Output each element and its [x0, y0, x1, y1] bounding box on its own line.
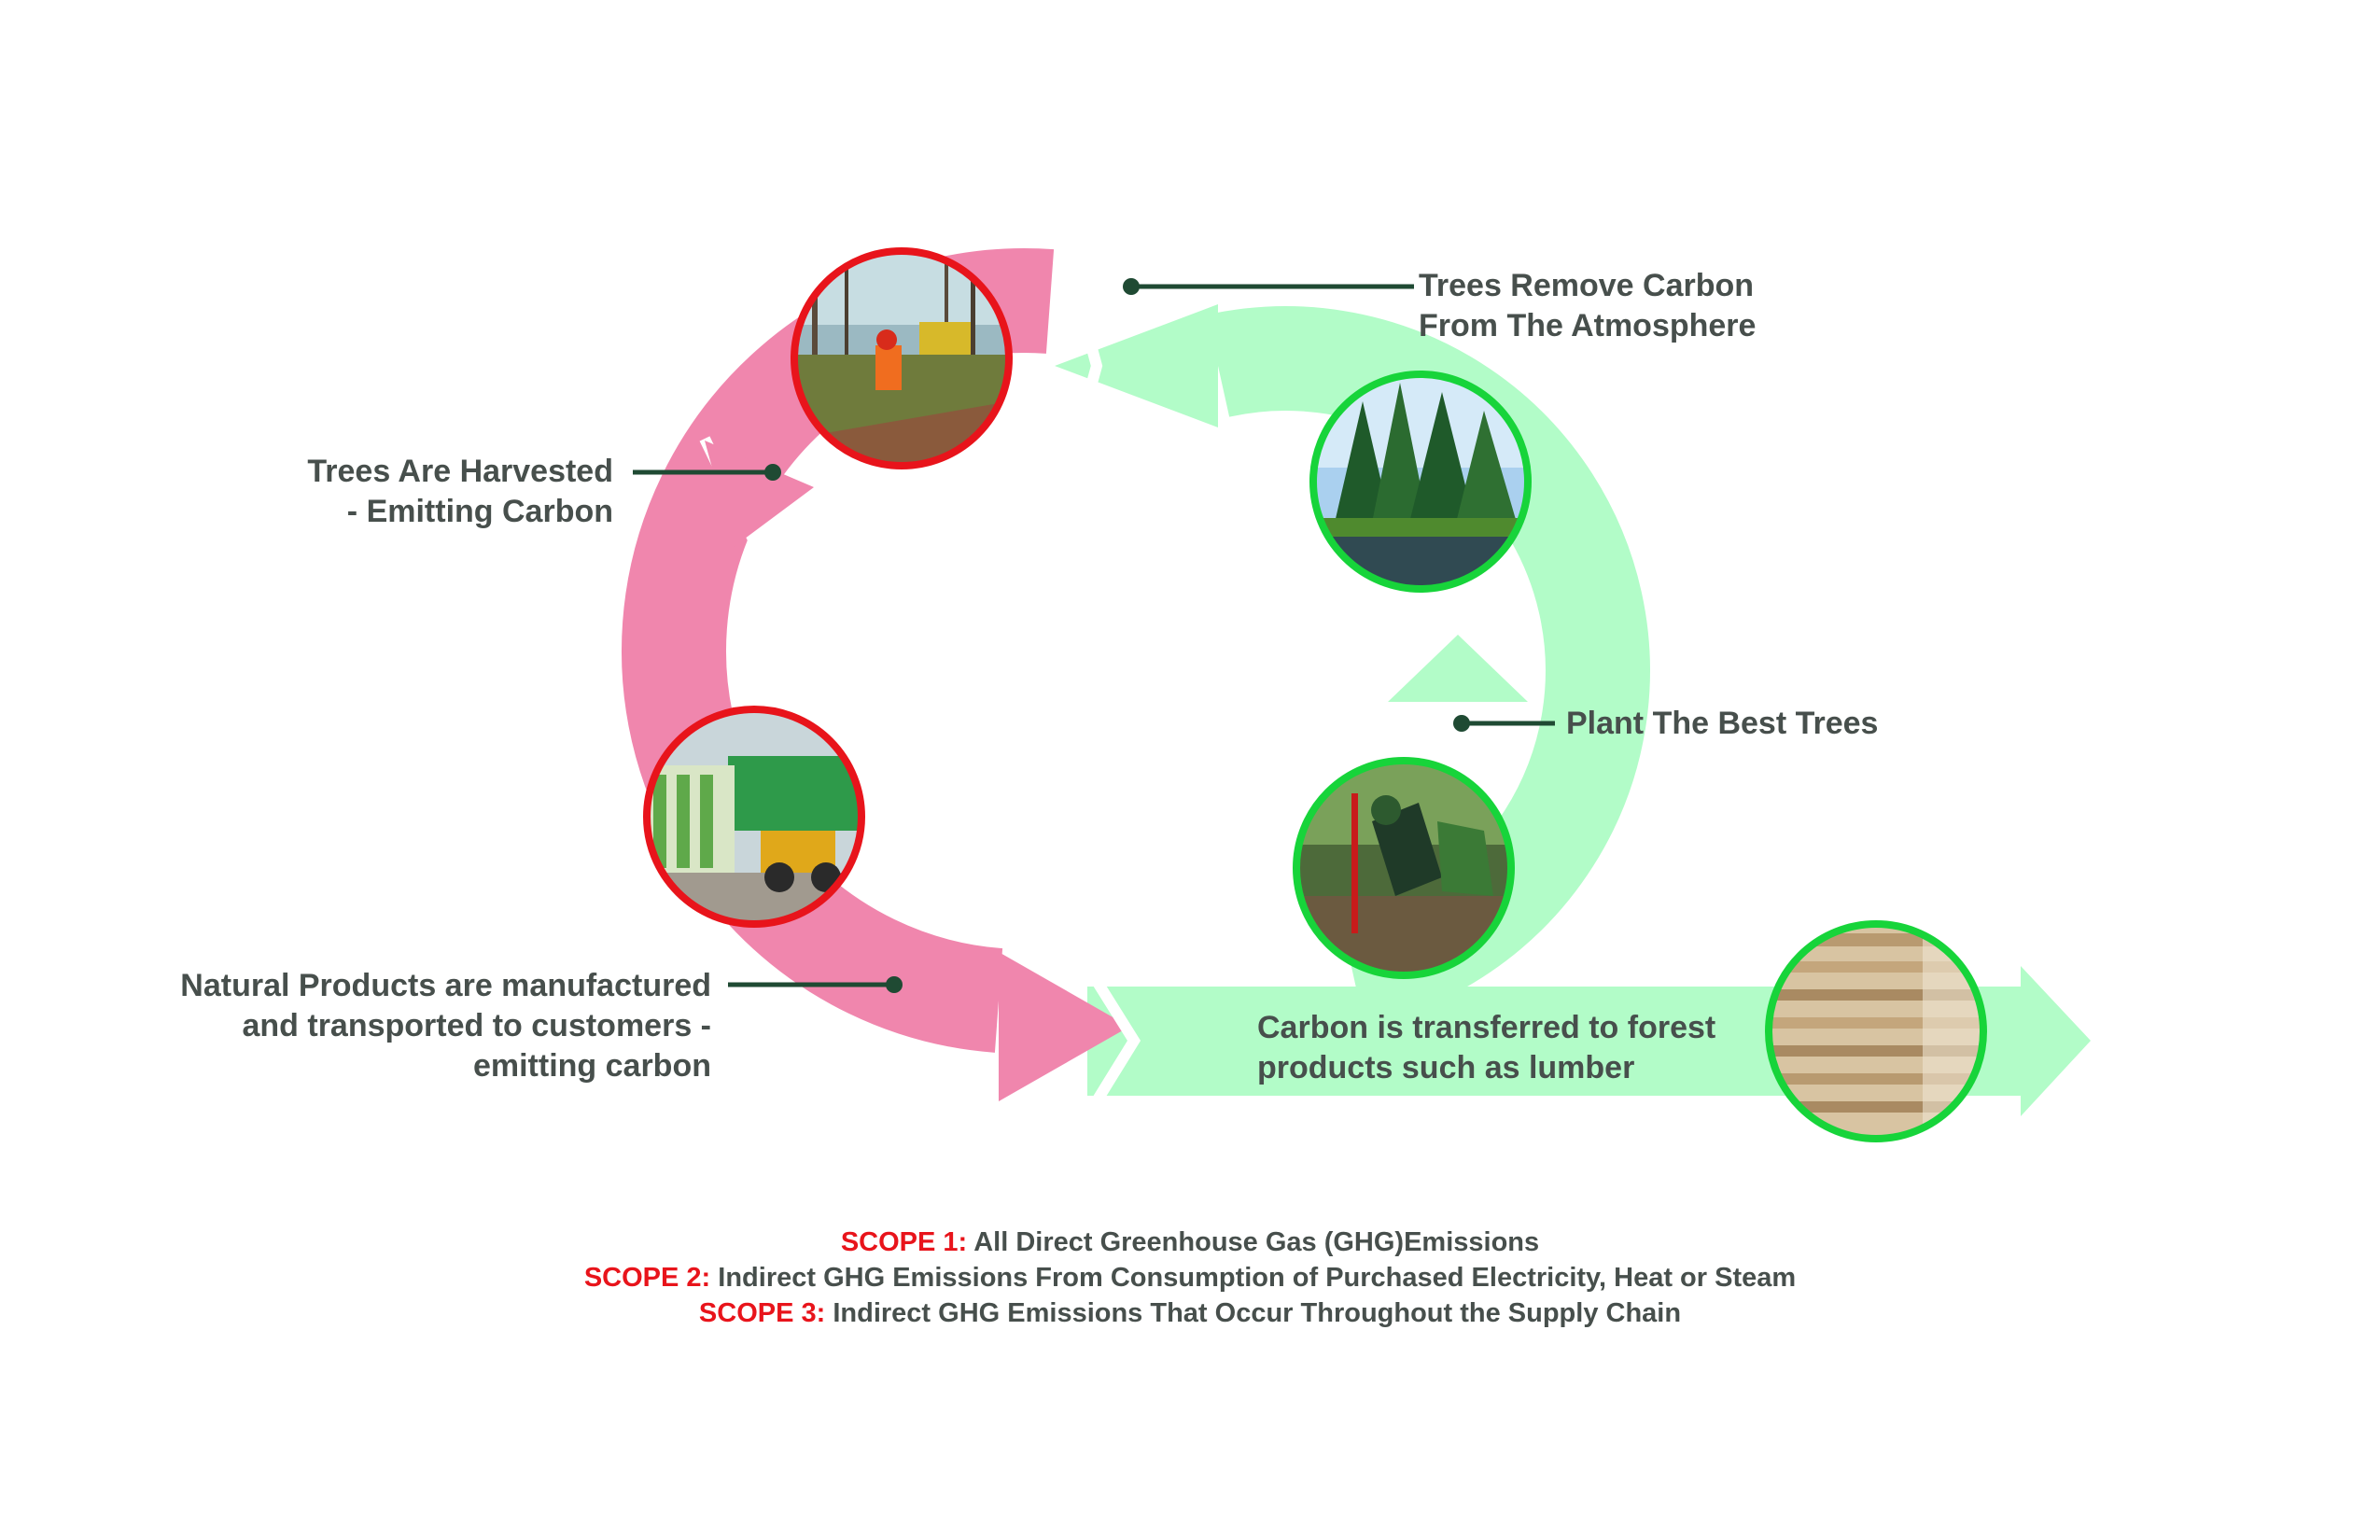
- scope-2-key: SCOPE 2:: [583, 1263, 711, 1293]
- natural-products-line2: and transported to customers -: [242, 1008, 711, 1043]
- scope-3-text: Indirect GHG Emissions That Occur Throug…: [825, 1298, 1682, 1328]
- leader-natural-products: [728, 976, 903, 993]
- trees-harvested-label: Trees Are Harvested - Emitting Carbon: [307, 452, 613, 532]
- scope-3-key: SCOPE 3:: [698, 1298, 826, 1328]
- scope-3-line: SCOPE 3: Indirect GHG Emissions That Occ…: [0, 1295, 2380, 1331]
- leader-trees-harvested: [633, 464, 781, 481]
- leader-trees-remove: [1123, 278, 1414, 295]
- scope-1-key: SCOPE 1:: [840, 1227, 968, 1257]
- plant-best-trees-label: Plant The Best Trees: [1566, 704, 1878, 744]
- leader-plant-trees: [1453, 715, 1555, 732]
- lumber-photo: [1765, 920, 1987, 1142]
- carbon-transferred-line2: products such as lumber: [1257, 1050, 1635, 1085]
- transport-photo: [643, 706, 865, 928]
- scope-1-line: SCOPE 1: All Direct Greenhouse Gas (GHG)…: [0, 1225, 2380, 1260]
- forest-lake-photo: [1309, 371, 1532, 593]
- trees-remove-line2: From The Atmosphere: [1419, 308, 1757, 343]
- scope-1-text: All Direct Greenhouse Gas (GHG)Emissions: [967, 1227, 1540, 1257]
- planting-photo: [1293, 757, 1515, 979]
- plant-trees-line1: Plant The Best Trees: [1566, 706, 1879, 741]
- carbon-transferred-line1: Carbon is transferred to forest: [1257, 1010, 1716, 1045]
- carbon-transferred-label: Carbon is transferred to forest products…: [1257, 1008, 1715, 1088]
- natural-products-label: Natural Products are manufactured and tr…: [180, 966, 711, 1086]
- harvesting-photo: [791, 247, 1013, 469]
- natural-products-line3: emitting carbon: [472, 1048, 711, 1084]
- trees-remove-line1: Trees Remove Carbon: [1419, 268, 1755, 303]
- scope-2-text: Indirect GHG Emissions From Consumption …: [710, 1263, 1797, 1293]
- trees-harvested-line1: Trees Are Harvested: [307, 454, 613, 489]
- trees-harvested-line2: - Emitting Carbon: [346, 494, 613, 529]
- harvest-arrow-head: [705, 441, 814, 547]
- scope-legend: SCOPE 1: All Direct Greenhouse Gas (GHG)…: [0, 1225, 2380, 1331]
- natural-products-line1: Natural Products are manufactured: [180, 968, 711, 1003]
- plant-arrow-head: [1388, 635, 1528, 702]
- scope-2-line: SCOPE 2: Indirect GHG Emissions From Con…: [0, 1260, 2380, 1295]
- trees-remove-carbon-label: Trees Remove Carbon From The Atmosphere: [1419, 266, 1756, 346]
